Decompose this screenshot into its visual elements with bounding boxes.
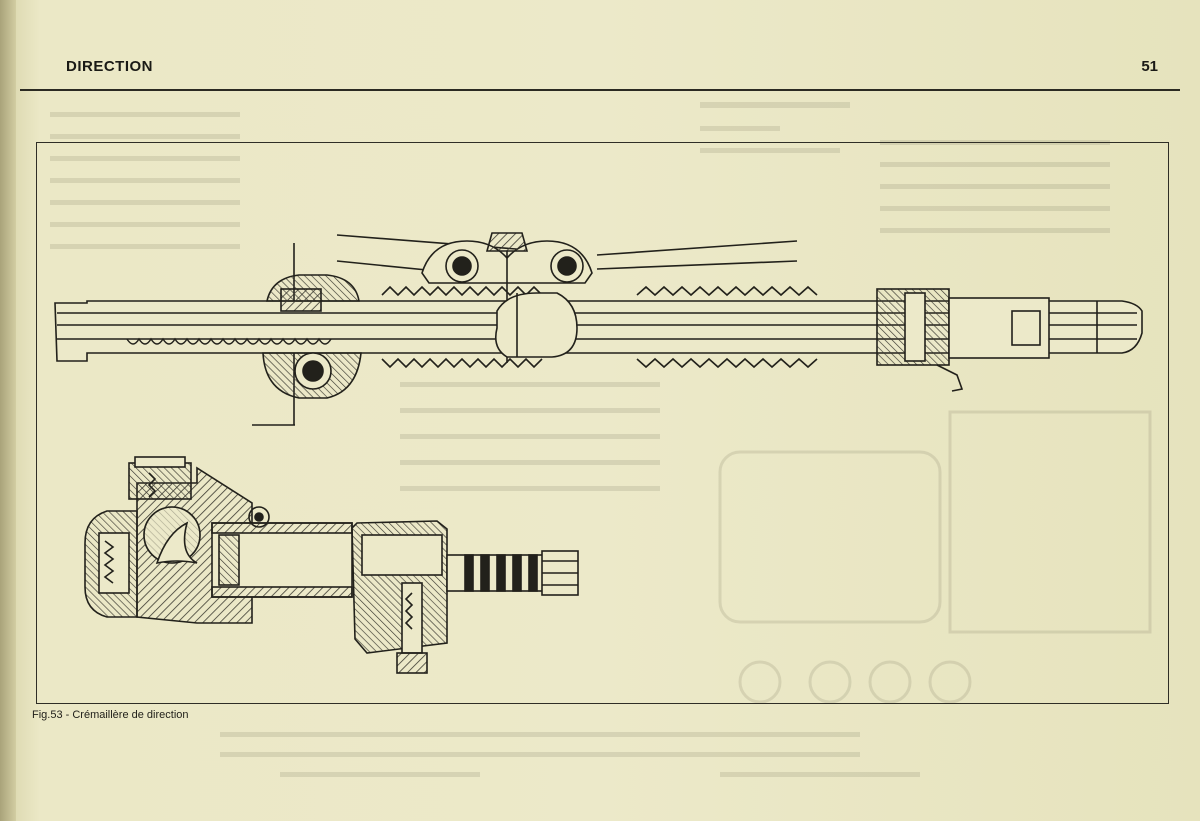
rack-assembly-upper: [54, 232, 1143, 426]
page-number: 51: [1141, 58, 1158, 75]
figure-frame: [36, 142, 1169, 704]
header-rule: [20, 89, 1180, 91]
section-title: DIRECTION: [66, 58, 153, 75]
page-spine-shadow: [0, 0, 16, 821]
steering-rack-drawing: [54, 232, 1143, 674]
figure-caption: Fig.53 - Crémaillère de direction: [32, 709, 189, 721]
pinion-section-lower: [84, 456, 579, 674]
